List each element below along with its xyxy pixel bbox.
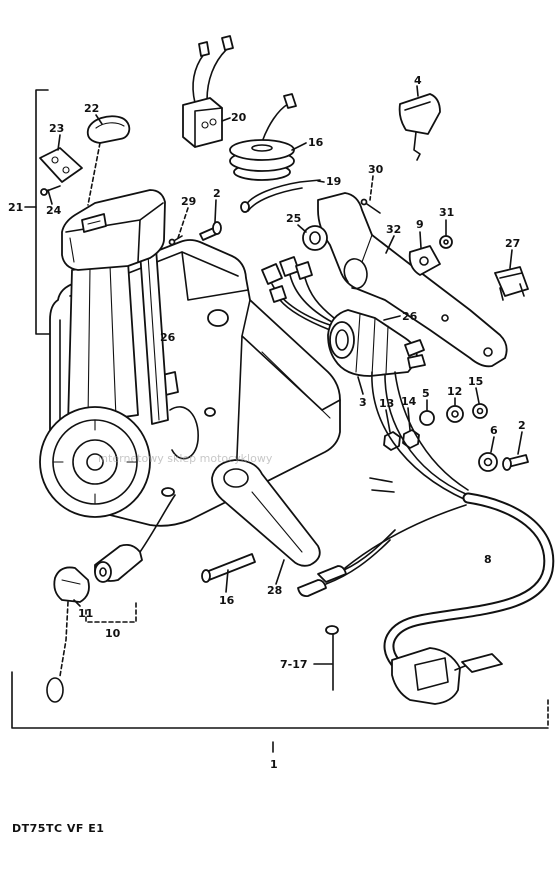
callout-10: 10: [105, 627, 121, 640]
bracket-10: [85, 599, 137, 623]
callout-29: 29: [181, 195, 196, 208]
callout-20: 20: [231, 111, 247, 124]
assembly-frame: [11, 671, 549, 753]
callout-13: 13: [379, 397, 394, 410]
nut-9: [408, 245, 441, 276]
clip-7-17: [325, 625, 339, 691]
bolt-2-upper: [199, 221, 222, 241]
screw-29: [168, 235, 183, 246]
callout-26-box: 26: [160, 331, 176, 344]
callout-4: 4: [414, 74, 422, 87]
callout-2-lower: 2: [518, 419, 526, 432]
callout-31: 31: [439, 206, 454, 219]
callout-6: 6: [490, 424, 498, 437]
screw-24: [40, 185, 61, 196]
harness-connector: [391, 647, 461, 705]
throttle-lever-28: [211, 459, 321, 567]
washer-12: [446, 405, 464, 423]
bolt-2: [502, 454, 529, 471]
callout-27: 27: [505, 237, 520, 250]
cap-lanyard-11: [46, 566, 90, 703]
leader-lines: [47, 85, 523, 665]
control-lever-arm: [67, 261, 139, 426]
callout-11: 11: [78, 607, 93, 620]
key-4: [398, 93, 441, 161]
bracket-32: [317, 192, 508, 368]
callout-16-bolt: 16: [219, 594, 235, 607]
callout-assembly-1: 1: [270, 758, 278, 771]
model-code: DT75TC VF E1: [12, 822, 104, 835]
callout-8: 8: [484, 553, 492, 566]
callout-3: 3: [359, 396, 367, 409]
washer-31: [439, 235, 453, 249]
callout-9: 9: [416, 218, 424, 231]
callout-2-upper: 2: [213, 187, 221, 200]
callout-24: 24: [46, 204, 62, 217]
lever-hub: [39, 406, 151, 518]
washer-5: [419, 410, 435, 426]
callout-12: 12: [447, 385, 462, 398]
callout-15: 15: [468, 375, 483, 388]
clip-22: [86, 115, 131, 206]
callout-22: 22: [84, 102, 99, 115]
callout-30: 30: [368, 163, 384, 176]
callout-28: 28: [267, 584, 282, 597]
bolt-16: [201, 553, 256, 583]
key-switch-3: [327, 309, 426, 377]
callout-32: 32: [386, 223, 401, 236]
callout-5: 5: [422, 387, 430, 400]
cable-19: [240, 179, 321, 213]
callout-26-harness: 26: [402, 310, 418, 323]
callout-labels: 4 22 20 23 16 30 19 21 24 2 29 25 31 9 3…: [8, 74, 526, 771]
watermark-tagline: internetowy sklep motocyklowy: [98, 452, 273, 465]
callout-19: 19: [326, 175, 341, 188]
washer-6: [478, 452, 498, 472]
pulley-25: [302, 225, 328, 251]
lead-connectors: [297, 529, 396, 597]
stop-switch-10: [94, 494, 176, 583]
callout-14: 14: [401, 395, 417, 408]
nut-14: [402, 429, 420, 449]
pin-30: [360, 198, 381, 214]
callout-23: 23: [49, 122, 64, 135]
callout-21: 21: [8, 201, 23, 214]
washer-15: [472, 403, 488, 419]
wire-bundle-26: [261, 256, 335, 331]
control-handle-grip: [61, 189, 166, 271]
callout-25: 25: [286, 212, 301, 225]
callout-16-grommet: 16: [308, 136, 324, 149]
harness-plug: [461, 653, 503, 673]
callout-7-17: 7-17: [280, 658, 308, 671]
clip-27: [494, 266, 529, 301]
grommet-16: [229, 93, 297, 181]
wiring-harness-8: [344, 371, 555, 705]
plate-23: [39, 147, 83, 183]
connector-20: [182, 35, 234, 148]
